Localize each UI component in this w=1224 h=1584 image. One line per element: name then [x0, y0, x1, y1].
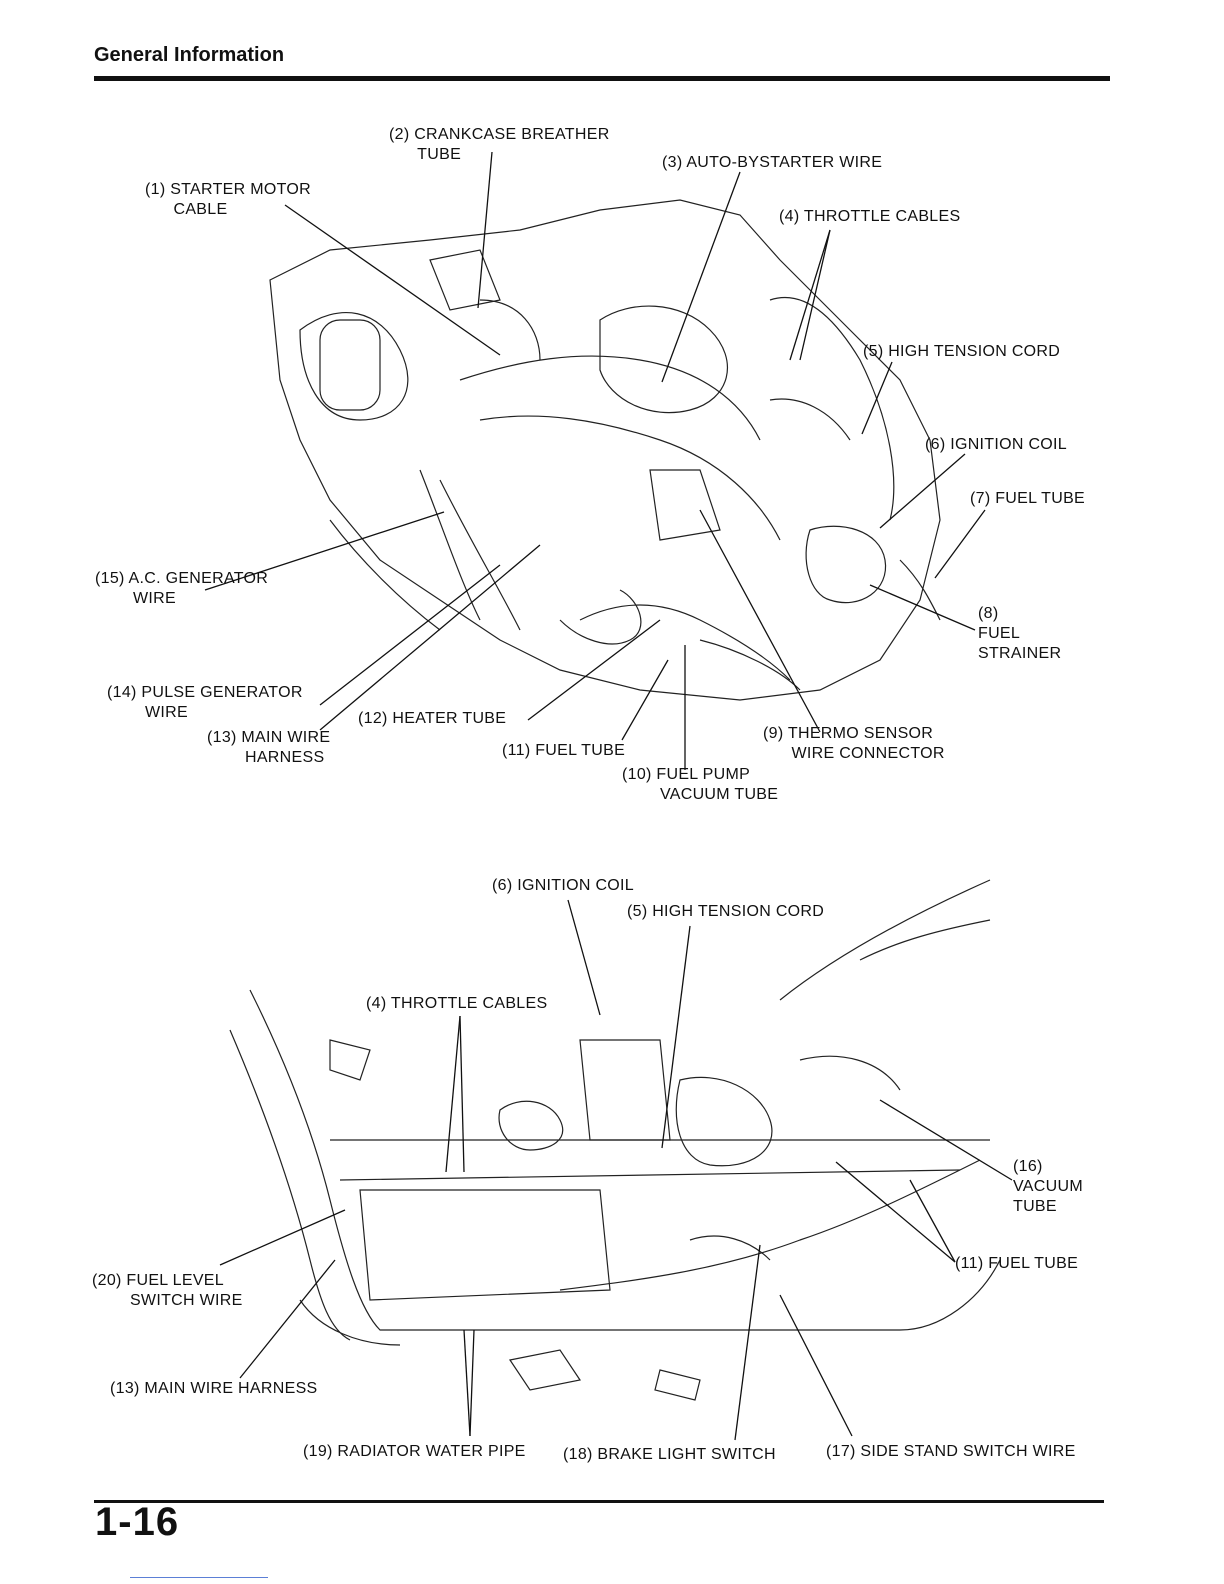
label-starter-motor-cable: (1) STARTER MOTOR CABLE [145, 181, 311, 218]
label-main-wire-harness-1: (13) MAIN WIRE HARNESS [207, 729, 331, 766]
label-high-tension-cord-1: (5) HIGH TENSION CORD [863, 343, 1061, 360]
label-fuel-tube-11-1: (11) FUEL TUBE [502, 742, 626, 759]
label-fuel-tube-7: (7) FUEL TUBE [970, 490, 1086, 507]
label-side-stand-switch-wire: (17) SIDE STAND SWITCH WIRE [826, 1443, 1076, 1460]
page-number: 1-16 [95, 1500, 180, 1544]
section-header: General Information [94, 44, 285, 66]
label-throttle-cables-1: (4) THROTTLE CABLES [779, 208, 961, 225]
footer-rule [94, 1500, 1104, 1503]
label-pulse-generator-wire: (14) PULSE GENERATOR WIRE [107, 684, 303, 721]
figure1-drawing [269, 199, 941, 701]
label-thermo-sensor-wire-connector: (9) THERMO SENSOR WIRE CONNECTOR [763, 725, 945, 762]
figure2-drawing [229, 879, 1001, 1401]
header-rule [94, 76, 1110, 81]
label-fuel-level-switch-wire: (20) FUEL LEVEL SWITCH WIRE [92, 1272, 243, 1309]
figure1-leader-lines [204, 151, 986, 770]
footer-link-underline [130, 1577, 268, 1578]
label-ignition-coil-1: (6) IGNITION COIL [925, 436, 1067, 453]
label-ignition-coil-2: (6) IGNITION COIL [492, 877, 634, 894]
label-main-wire-harness-2: (13) MAIN WIRE HARNESS [110, 1380, 318, 1397]
label-heater-tube: (12) HEATER TUBE [358, 710, 507, 727]
label-auto-bystarter-wire: (3) AUTO-BYSTARTER WIRE [662, 154, 883, 171]
label-fuel-tube-11-2: (11) FUEL TUBE [955, 1255, 1079, 1272]
label-crankcase-breather-tube: (2) CRANKCASE BREATHER TUBE [389, 126, 610, 163]
label-fuel-strainer: (8) FUEL STRAINER [978, 605, 1062, 662]
figure2-leader-lines [219, 899, 1013, 1441]
label-fuel-pump-vacuum-tube: (10) FUEL PUMP VACUUM TUBE [622, 766, 779, 803]
label-radiator-water-pipe: (19) RADIATOR WATER PIPE [303, 1443, 526, 1460]
label-throttle-cables-2: (4) THROTTLE CABLES [366, 995, 548, 1012]
label-ac-generator-wire: (15) A.C. GENERATOR WIRE [95, 570, 269, 607]
label-brake-light-switch: (18) BRAKE LIGHT SWITCH [563, 1446, 776, 1463]
label-high-tension-cord-2: (5) HIGH TENSION CORD [627, 903, 825, 920]
label-vacuum-tube: (16) VACUUM TUBE [1013, 1158, 1083, 1215]
